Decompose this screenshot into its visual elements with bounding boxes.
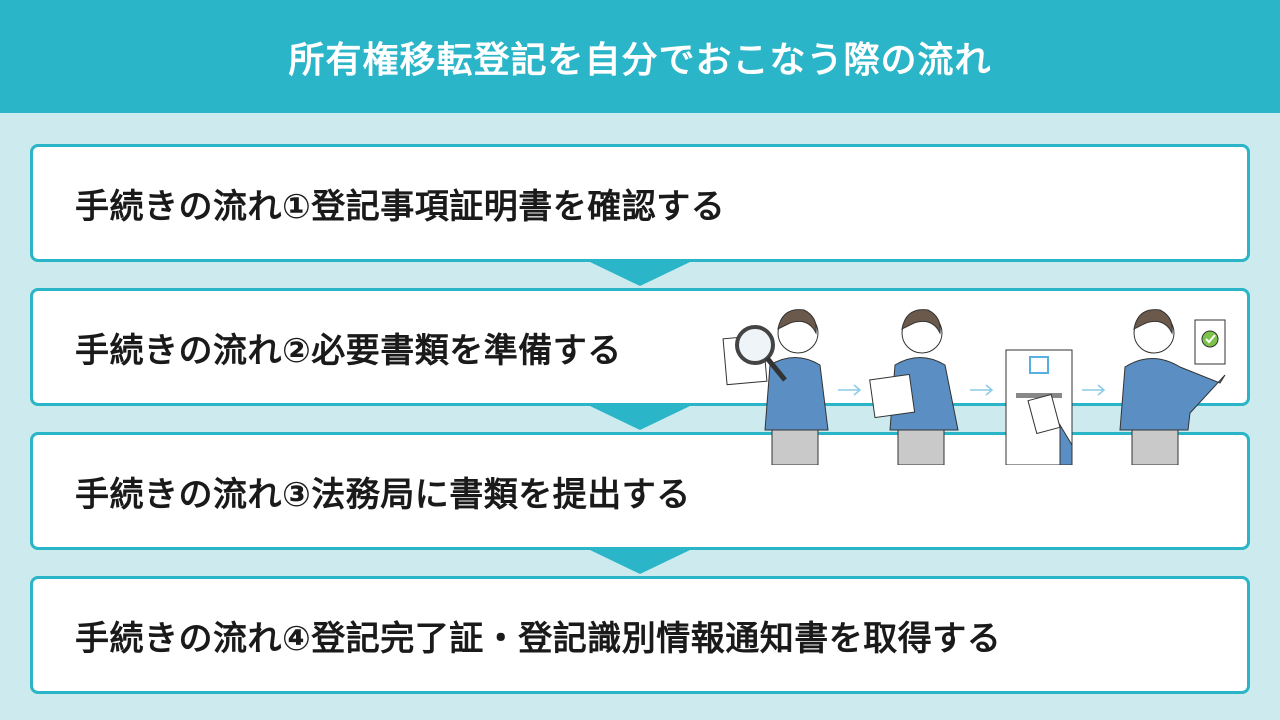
down-arrow-icon [590,406,690,430]
step-4-label: 手続きの流れ④登記完了証・登記識別情報通知書を取得する [75,618,1002,659]
person-with-approved-document-icon [1119,309,1226,465]
header-banner: 所有権移転登記を自分でおこなう際の流れ [0,0,1280,113]
step-3: 手続きの流れ③法務局に書類を提出する [30,432,1250,550]
person-with-magnifier-icon [722,309,829,465]
step-2-label: 手続きの流れ②必要書類を準備する [75,330,622,371]
step-1-label: 手続きの流れ①登記事項証明書を確認する [75,186,726,227]
step-2: 手続きの流れ②必要書類を準備する [30,288,1250,406]
office-submission-slot-icon [1005,349,1073,465]
step-1: 手続きの流れ①登記事項証明書を確認する [30,144,1250,262]
page-title: 所有権移転登記を自分でおこなう際の流れ [288,39,992,81]
down-arrow-icon [590,262,690,286]
step-4: 手続きの流れ④登記完了証・登記識別情報通知書を取得する [30,576,1250,694]
right-arrow-icon [1082,384,1106,396]
person-with-documents-icon [869,309,959,465]
right-arrow-icon [970,384,994,396]
right-arrow-icon [838,384,862,396]
process-illustration [722,309,1226,465]
down-arrow-icon [590,550,690,574]
step-3-label: 手続きの流れ③法務局に書類を提出する [75,474,691,515]
